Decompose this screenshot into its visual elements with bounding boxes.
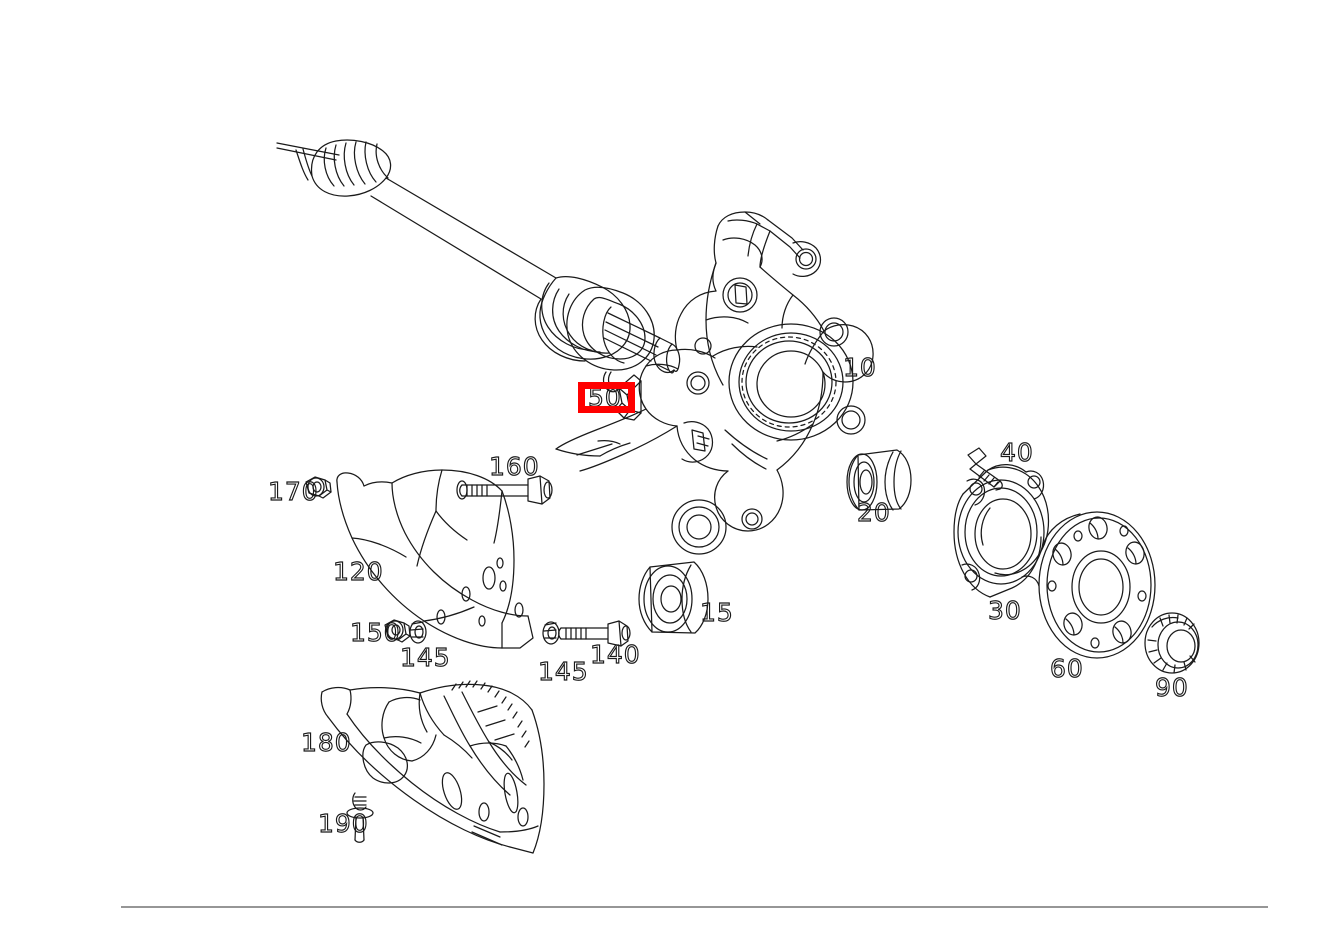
callout-120: 120 bbox=[332, 557, 384, 586]
bushing-20-graphic bbox=[846, 449, 912, 511]
callout-60: 60 bbox=[1049, 654, 1084, 683]
callout-10: 10 bbox=[842, 353, 877, 382]
spring-link-180-graphic bbox=[320, 680, 545, 854]
callout-40: 40 bbox=[999, 438, 1034, 467]
collar-nut-90-graphic bbox=[1144, 612, 1200, 674]
highlight-box-part-50 bbox=[578, 382, 635, 413]
callout-90: 90 bbox=[1154, 673, 1189, 702]
callout-140: 140 bbox=[589, 640, 641, 669]
washer-145-left-graphic bbox=[409, 620, 427, 644]
footer-divider bbox=[121, 906, 1268, 908]
knuckle-graphic bbox=[555, 211, 874, 555]
clip-190-graphic bbox=[346, 792, 374, 843]
callout-180: 180 bbox=[300, 728, 352, 757]
callout-145-left: 145 bbox=[399, 643, 451, 672]
callout-170: 170 bbox=[267, 477, 319, 506]
bolt-140-graphic bbox=[558, 620, 631, 647]
callout-150: 150 bbox=[349, 618, 401, 647]
bearing-housing-30-graphic bbox=[953, 464, 1049, 598]
bushing-15-graphic bbox=[638, 561, 709, 634]
callout-20: 20 bbox=[856, 498, 891, 527]
callout-190: 190 bbox=[317, 809, 369, 838]
hub-flange-60-graphic bbox=[1038, 511, 1156, 659]
callout-160: 160 bbox=[488, 452, 540, 481]
callout-30: 30 bbox=[987, 596, 1022, 625]
bolt-160-graphic bbox=[459, 475, 553, 505]
trailing-arm-120-graphic bbox=[336, 469, 534, 649]
washer-145-right-graphic bbox=[542, 621, 560, 645]
bolt-40-graphic bbox=[967, 447, 1003, 491]
nut-170-graphic bbox=[305, 476, 332, 499]
callout-145-right: 145 bbox=[537, 657, 589, 686]
driveshaft-graphic bbox=[276, 139, 681, 374]
callout-15: 15 bbox=[699, 598, 734, 627]
